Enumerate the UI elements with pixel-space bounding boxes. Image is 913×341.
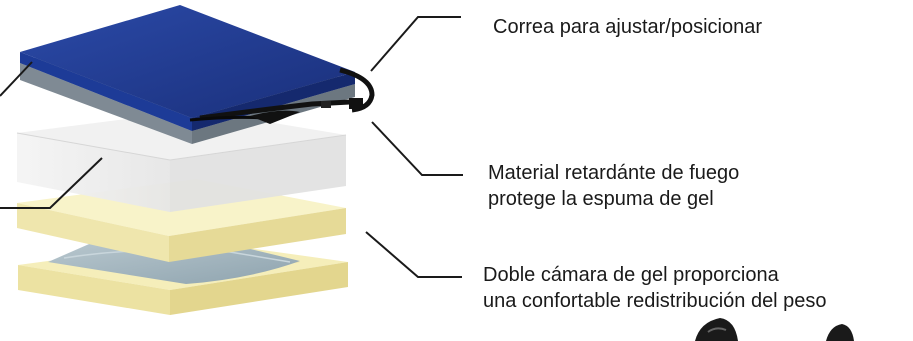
callout-fire-retardant-line-2: protege la espuma de gel — [488, 188, 714, 210]
callout-fire-retardant: Material retardánte de fuego protege la … — [488, 160, 739, 212]
leader-line-left-top — [0, 61, 33, 97]
callout-gel-chamber-line-1: Doble cámara de gel proporciona — [483, 264, 779, 286]
callout-fire-retardant-line-1: Material retardánte de fuego — [488, 162, 740, 184]
callout-gel-chamber-line-2: una confortable redistribución del peso — [483, 290, 827, 312]
leader-lines — [0, 16, 463, 278]
leader-line-left-bottom — [0, 157, 103, 209]
leader-line-fire-retardant — [371, 121, 463, 176]
strap — [189, 67, 375, 124]
partial-device-image — [695, 318, 854, 341]
callout-gel-chamber: Doble cámara de gel proporciona una conf… — [483, 262, 827, 314]
callout-strap-line-1: Correa para ajustar/posicionar — [493, 16, 763, 38]
leader-line-strap — [370, 16, 461, 72]
callout-strap: Correa para ajustar/posicionar — [493, 14, 762, 40]
leader-line-gel-chamber — [365, 231, 462, 278]
cover-layer — [20, 5, 355, 144]
